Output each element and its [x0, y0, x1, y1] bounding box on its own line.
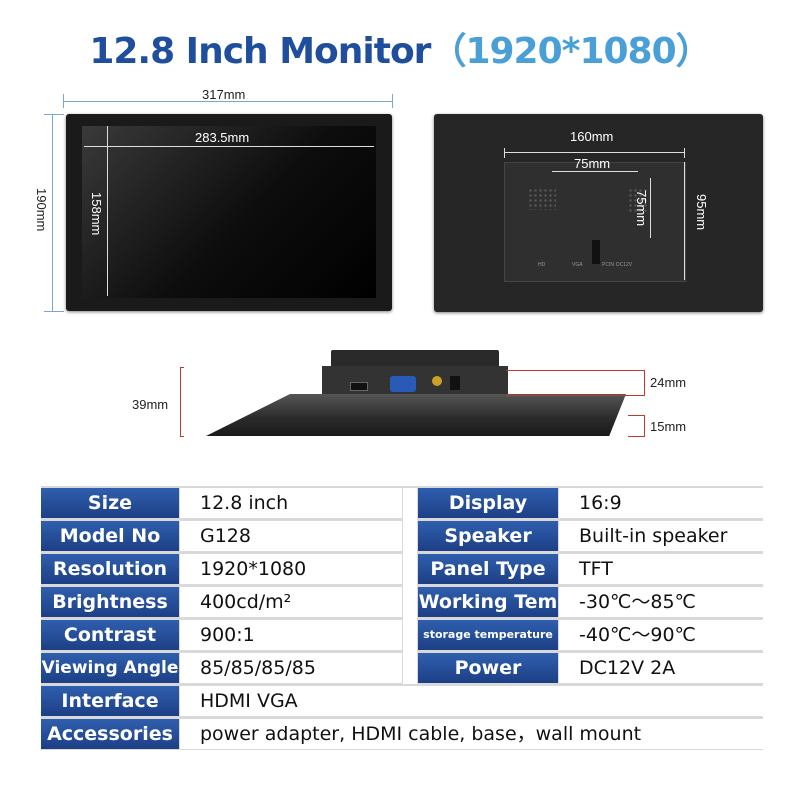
spec-value: G128	[180, 521, 402, 551]
depth-box-box	[506, 370, 645, 396]
spec-value: TFT	[559, 554, 763, 584]
depth-panel-box	[628, 415, 645, 437]
power-port	[432, 376, 442, 386]
mount-vesa-h-label: 75mm	[634, 190, 649, 227]
spec-label: Power	[418, 653, 558, 683]
spec-label: Speaker	[418, 521, 558, 551]
spec-value: power adapter, HDMI cable, base，wall mou…	[180, 719, 763, 749]
spec-label: Accessories	[41, 719, 179, 749]
width-screen-label: 283.5mm	[195, 130, 250, 145]
mount-vesa-w-label: 75mm	[574, 156, 611, 171]
mount-outer-h-label: 95mm	[694, 194, 709, 231]
spec-value: 16:9	[559, 488, 763, 518]
panel-body	[206, 394, 626, 436]
vent-left	[528, 188, 556, 210]
front-view: 317mm 190mm 283.5mm 158mm	[0, 80, 410, 320]
title-resolution: （1920*1080）	[430, 31, 711, 72]
depth-total-box	[180, 367, 184, 437]
spec-label: Brightness	[41, 587, 179, 617]
spec-value: -40℃～90℃	[559, 620, 763, 650]
depth-box-label: 24mm	[650, 375, 687, 390]
spec-label: Viewing Angle	[41, 653, 179, 683]
mount-outer-w-label: 160mm	[570, 129, 614, 144]
spec-value: 12.8 inch	[180, 488, 402, 518]
spec-value: 400cd/m²	[180, 587, 402, 617]
spec-value: 900:1	[180, 620, 402, 650]
spec-value: 1920*1080	[180, 554, 402, 584]
spec-label: Model No	[41, 521, 179, 551]
spec-label: Resolution	[41, 554, 179, 584]
screen	[82, 126, 376, 298]
width-outer-label: 317mm	[202, 87, 246, 102]
spec-value: Built-in speaker	[559, 521, 763, 551]
spec-value: DC12V 2A	[559, 653, 763, 683]
hdmi-port	[350, 382, 368, 391]
spec-value: 85/85/85/85	[180, 653, 402, 683]
spec-value: -30℃～85℃	[559, 587, 763, 617]
spec-table: Size 12.8 inch Model No G128 Resolution …	[41, 486, 763, 750]
page-title: 12.8 Inch Monitor（1920*1080）	[0, 22, 800, 74]
depth-total-label: 39mm	[132, 397, 169, 412]
spec-label: Display Ratio	[418, 488, 558, 544]
port-labels: HD VGA PCIN DC12V	[538, 262, 633, 268]
spec-label: Size	[41, 488, 179, 518]
spec-label: Panel Type	[418, 554, 558, 584]
vga-port	[390, 376, 416, 392]
depth-panel-label: 15mm	[650, 419, 687, 434]
height-outer-label: 190mm	[34, 188, 49, 232]
spec-label: storage temperature	[418, 620, 558, 650]
spec-label: Interface	[41, 686, 179, 716]
vent-right	[628, 188, 648, 212]
rear-box	[331, 350, 499, 370]
spec-value: HDMI VGA	[180, 686, 763, 716]
back-view: HD VGA PCIN DC12V 160mm 75mm 75mm 95mm	[434, 114, 763, 312]
side-view: 39mm 24mm 15mm	[0, 340, 800, 450]
spec-label: Working Tem	[418, 587, 558, 617]
spec-label: Contrast	[41, 620, 179, 650]
title-main: 12.8 Inch Monitor	[89, 31, 431, 72]
height-screen-label: 158mm	[89, 192, 104, 236]
